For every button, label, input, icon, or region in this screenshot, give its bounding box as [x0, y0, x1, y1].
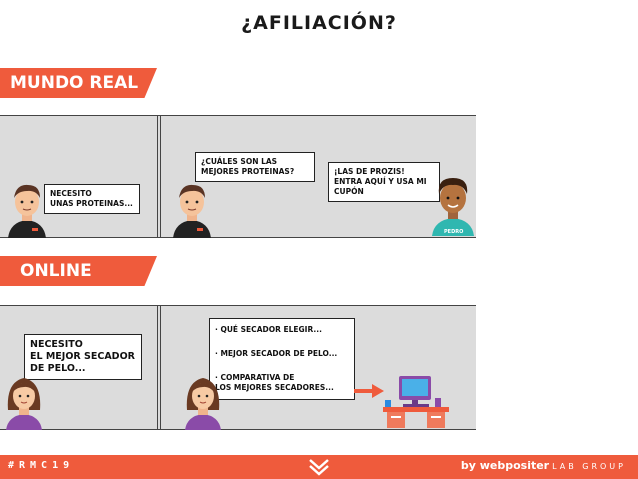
speech-bubble: ¡LAS DE PROZIS! ENTRA AQUÍ Y USA MI CUPÓ…	[328, 162, 440, 202]
speech-bubble: NECESITO EL MEJOR SECADOR DE PELO...	[24, 334, 142, 380]
search-result-item: · COMPARATIVA DE LOS MEJORES SECADORES..…	[215, 373, 334, 392]
computer-desk-icon	[383, 376, 449, 428]
search-result-item: · MEJOR SECADOR DE PELO...	[215, 349, 338, 358]
search-result-item: · QUÉ SECADOR ELEGIR...	[215, 325, 322, 334]
man-avatar-icon	[8, 184, 46, 238]
brand-suffix: LAB GROUP	[552, 462, 626, 471]
pedro-avatar-icon	[432, 178, 474, 236]
woman-avatar-icon	[185, 378, 221, 430]
brand-logo-icon	[309, 459, 329, 476]
arrow-right-icon	[354, 384, 384, 398]
comic-panel-1: NECESITO UNAS PROTEINAS...	[0, 116, 158, 238]
brand-name: by webpositer	[460, 459, 550, 472]
shirt-label: PEDRO	[444, 229, 464, 235]
page-title: ¿AFILIACIÓN?	[241, 12, 397, 34]
speech-bubble: ¿CUÁLES SON LAS MEJORES PROTEINAS?	[195, 152, 315, 182]
section-banner-real: MUNDO REAL	[0, 68, 157, 98]
hashtag: #RMC19	[8, 460, 75, 471]
man-avatar-icon	[173, 184, 211, 238]
comic-strip-real: NECESITO UNAS PROTEINAS... ¿CUÁLES SON L…	[0, 115, 476, 238]
woman-avatar-icon	[6, 378, 42, 430]
section-banner-online: ONLINE	[0, 256, 157, 286]
comic-panel-2: ¿CUÁLES SON LAS MEJORES PROTEINAS? ¡LAS …	[160, 116, 476, 238]
comic-panel-3: NECESITO EL MEJOR SECADOR DE PELO...	[0, 306, 158, 430]
search-results-bubble: · QUÉ SECADOR ELEGIR... · MEJOR SECADOR …	[209, 318, 355, 400]
comic-panel-4: · QUÉ SECADOR ELEGIR... · MEJOR SECADOR …	[160, 306, 476, 430]
comic-strip-online: NECESITO EL MEJOR SECADOR DE PELO... · Q…	[0, 305, 476, 430]
speech-bubble: NECESITO UNAS PROTEINAS...	[44, 184, 140, 214]
